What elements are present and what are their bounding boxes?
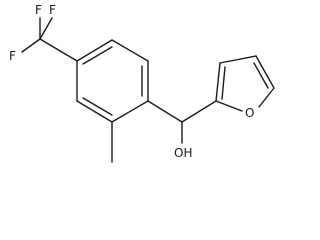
furan-bond-c4-c5 bbox=[255, 55, 275, 89]
benzene-ring bbox=[76, 39, 149, 123]
furan-bond-c5-o bbox=[258, 87, 275, 108]
bond-cf3-ring bbox=[39, 38, 78, 62]
bond-carbinol-furan bbox=[181, 100, 217, 123]
furan-ring bbox=[215, 55, 275, 112]
atom-label-f-mid: F bbox=[49, 3, 56, 17]
atom-label-f-top: F bbox=[35, 3, 42, 17]
ring-bond-1-inner bbox=[82, 46, 113, 65]
atom-label-hydroxyl: OH bbox=[174, 146, 192, 160]
bond-c-f-left bbox=[21, 38, 41, 53]
trifluoromethyl-group bbox=[21, 17, 78, 62]
furan-bond-c4-c5-inner bbox=[253, 62, 269, 89]
furan-bond-c3-c4 bbox=[219, 55, 257, 64]
furan-bond-c2-c3-inner bbox=[221, 66, 226, 100]
atom-label-furan-oxygen: O bbox=[245, 106, 254, 120]
ring-bond-2 bbox=[111, 39, 149, 62]
bond-ring-carbinol bbox=[147, 100, 183, 123]
furan-bond-o-c2 bbox=[215, 100, 243, 112]
furan-bond-c2-c3 bbox=[215, 62, 221, 102]
molecule-diagram: F F F OH O bbox=[9, 3, 275, 163]
ring-bond-5-inner bbox=[82, 97, 113, 116]
structure-canvas: F F F OH O bbox=[9, 3, 275, 163]
ring-bond-1 bbox=[76, 39, 113, 62]
atom-label-f-left: F bbox=[9, 49, 16, 63]
ring-bond-4 bbox=[111, 100, 149, 123]
ring-bond-5 bbox=[76, 100, 113, 123]
bond-c-f-mid bbox=[39, 17, 53, 40]
